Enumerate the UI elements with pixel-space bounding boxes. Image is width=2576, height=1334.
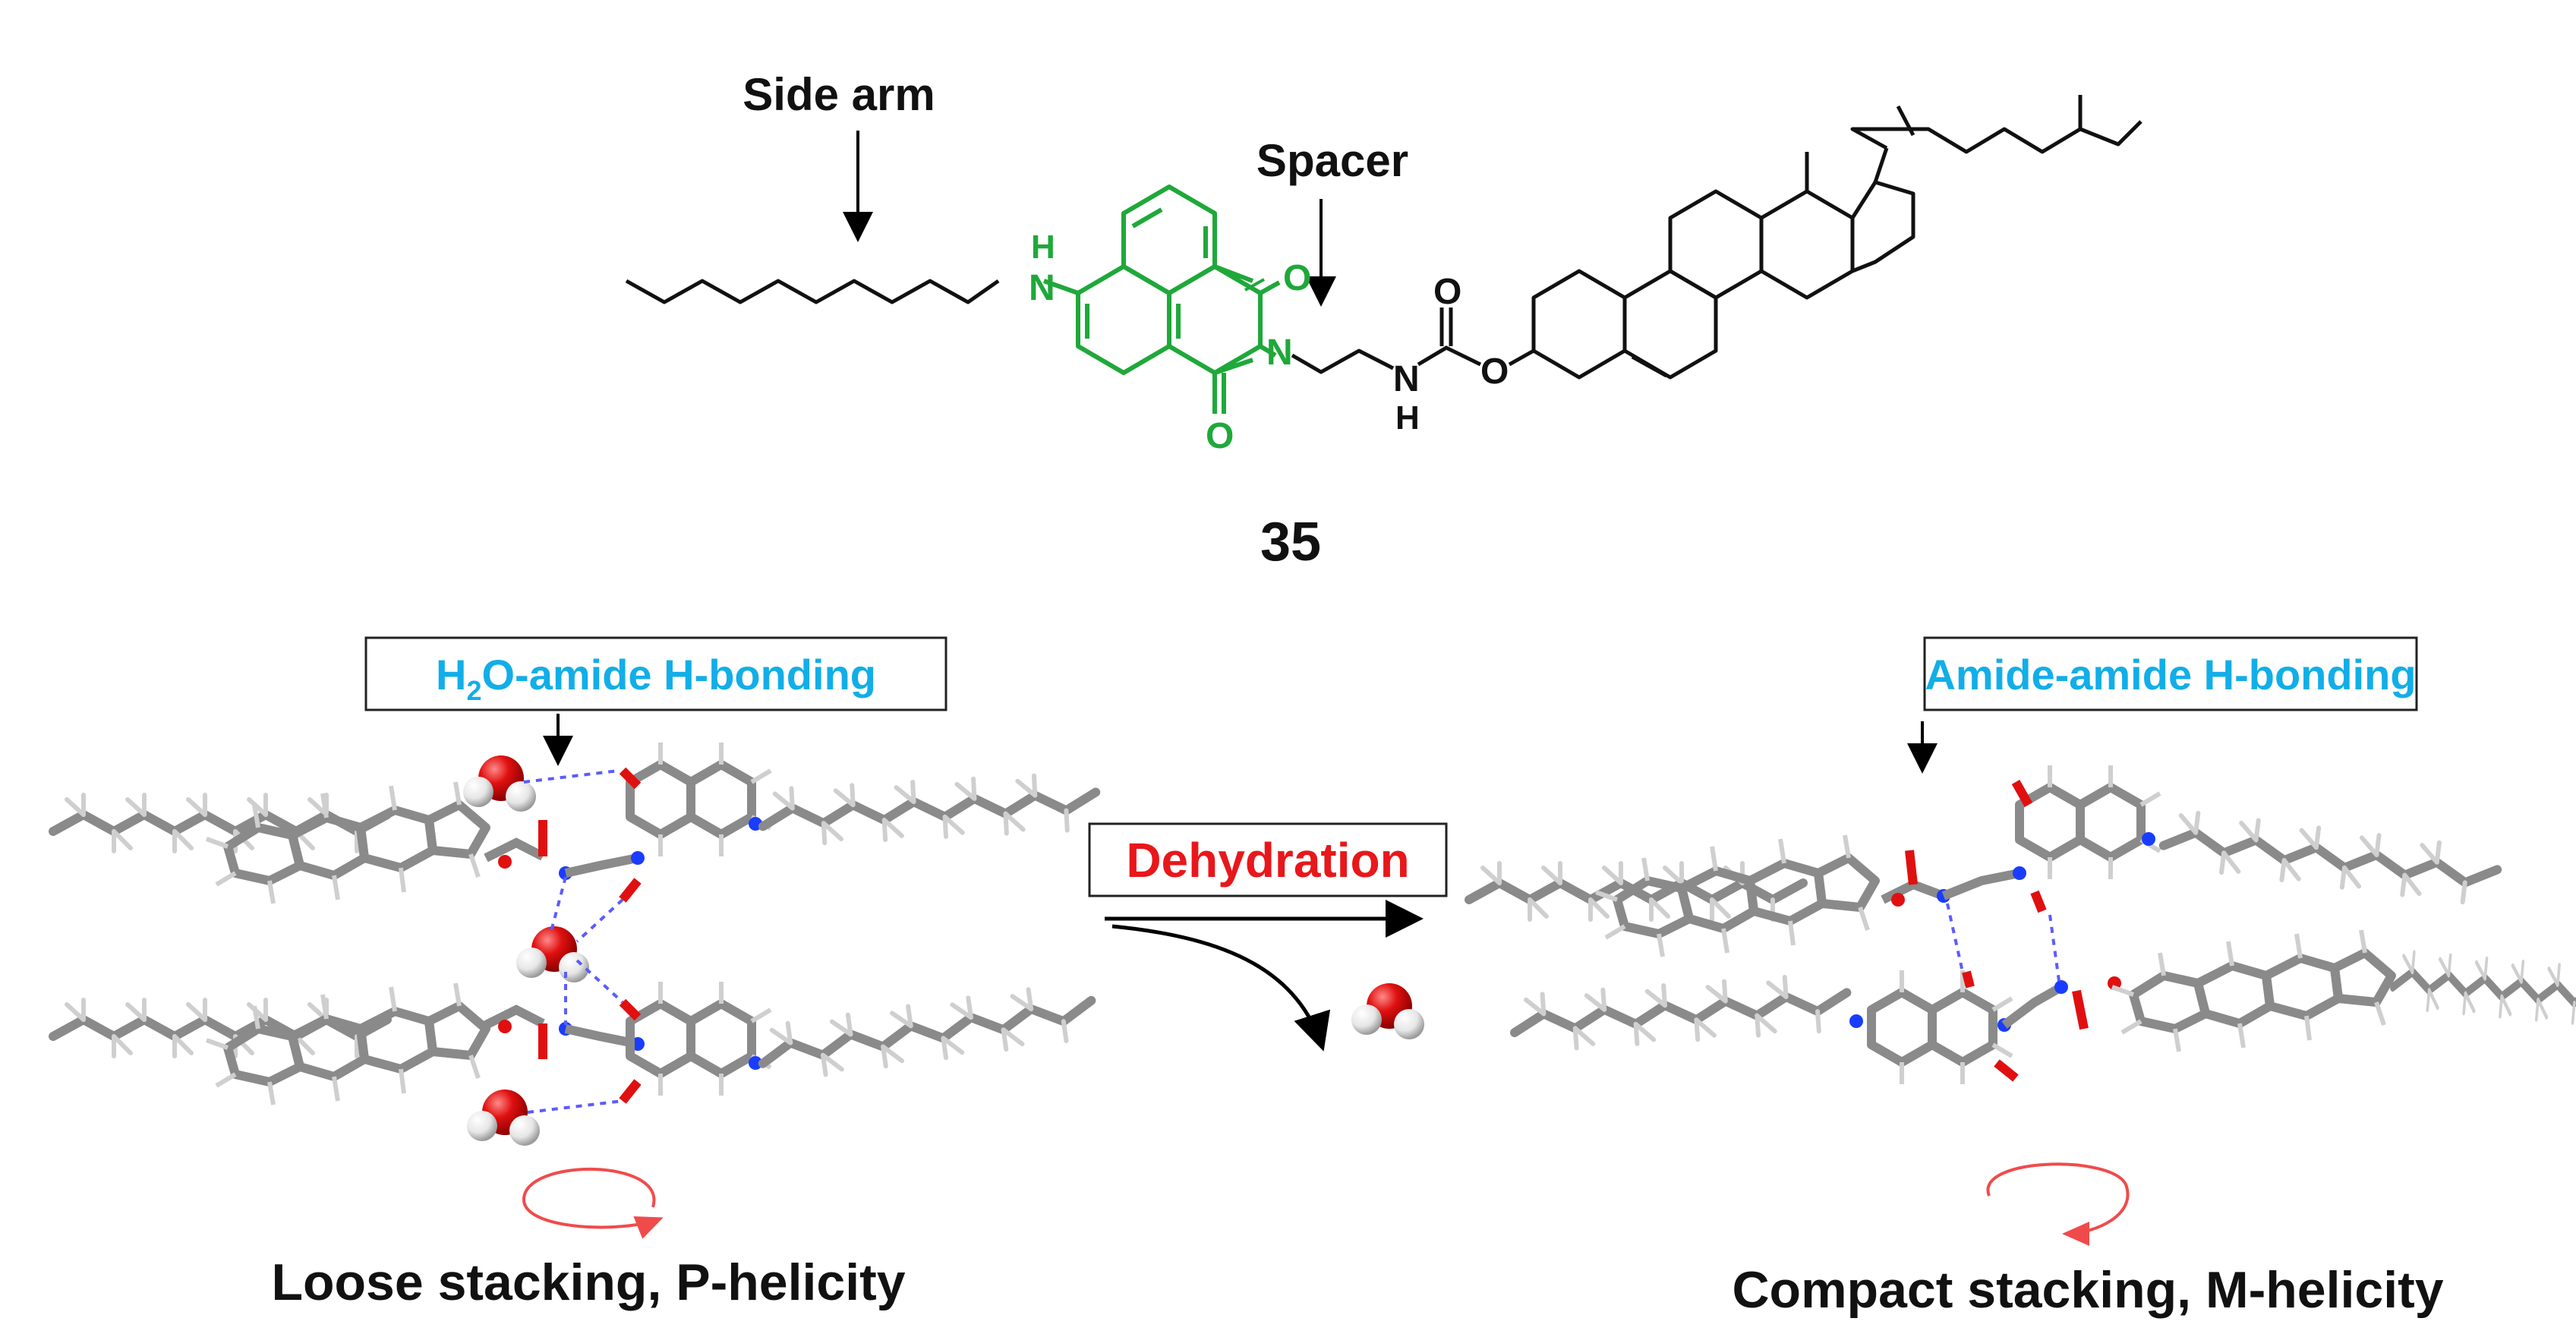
water-molecule-2 [516,926,589,982]
water-molecule-1 [463,755,536,812]
amide-amide-box [1923,636,2418,711]
alkyl-chain [625,279,1000,304]
p-helicity-rotation-arrow [522,1168,664,1239]
amine-n-label: N [1029,268,1055,308]
upper-molecule-right [1469,765,2499,957]
spacer-label: Spacer [1256,135,1408,186]
ethyl-spacer [1291,348,1395,374]
carbamate-h-label: H [1395,399,1420,437]
imide-n-label: N [1266,333,1293,373]
upper-molecule-left [53,743,1098,904]
lower-molecule-left [53,981,1096,1105]
released-water-molecule [1351,983,1424,1039]
compound-number: 35 [1260,512,1321,572]
amine-h-label: H [1031,229,1055,266]
right-panel: Amide-amide H-bonding [1469,636,2576,1319]
right-caption: Compact stacking, M-helicity [1732,1261,2443,1319]
water-molecule-3 [467,1090,540,1146]
left-caption: Loose stacking, P-helicity [271,1254,905,1311]
side-arm-label: Side arm [743,69,935,120]
h2o-amide-box [364,636,947,711]
naphthalimide-core [1042,184,1281,414]
carbamate-o-ester-label: O [1480,352,1509,392]
carbonyl-o-bottom-label: O [1206,416,1234,456]
water-release-arrow [1111,924,1331,1052]
lower-molecule-right [1512,930,2576,1084]
carbamate-o-top-label: O [1433,272,1461,312]
carbonyl-o-top-label: O [1283,258,1311,298]
h2o-amide-label: H2O-amide H-bonding [436,651,876,706]
left-panel: H2O-amide H-bonding [53,636,1098,1311]
dehydration-label: Dehydration [1126,833,1409,888]
cholesterol-skeleton [1508,95,2142,380]
structure-35: Side arm Spacer N H N O O [625,69,2142,572]
amide-amide-label: Amide-amide H-bonding [1925,651,2416,699]
m-helicity-rotation-arrow [1986,1162,2130,1246]
carbamate-n-label: N [1393,359,1420,399]
dehydration-box [1088,822,1448,897]
dehydration-step: Dehydration [1088,822,1448,1052]
